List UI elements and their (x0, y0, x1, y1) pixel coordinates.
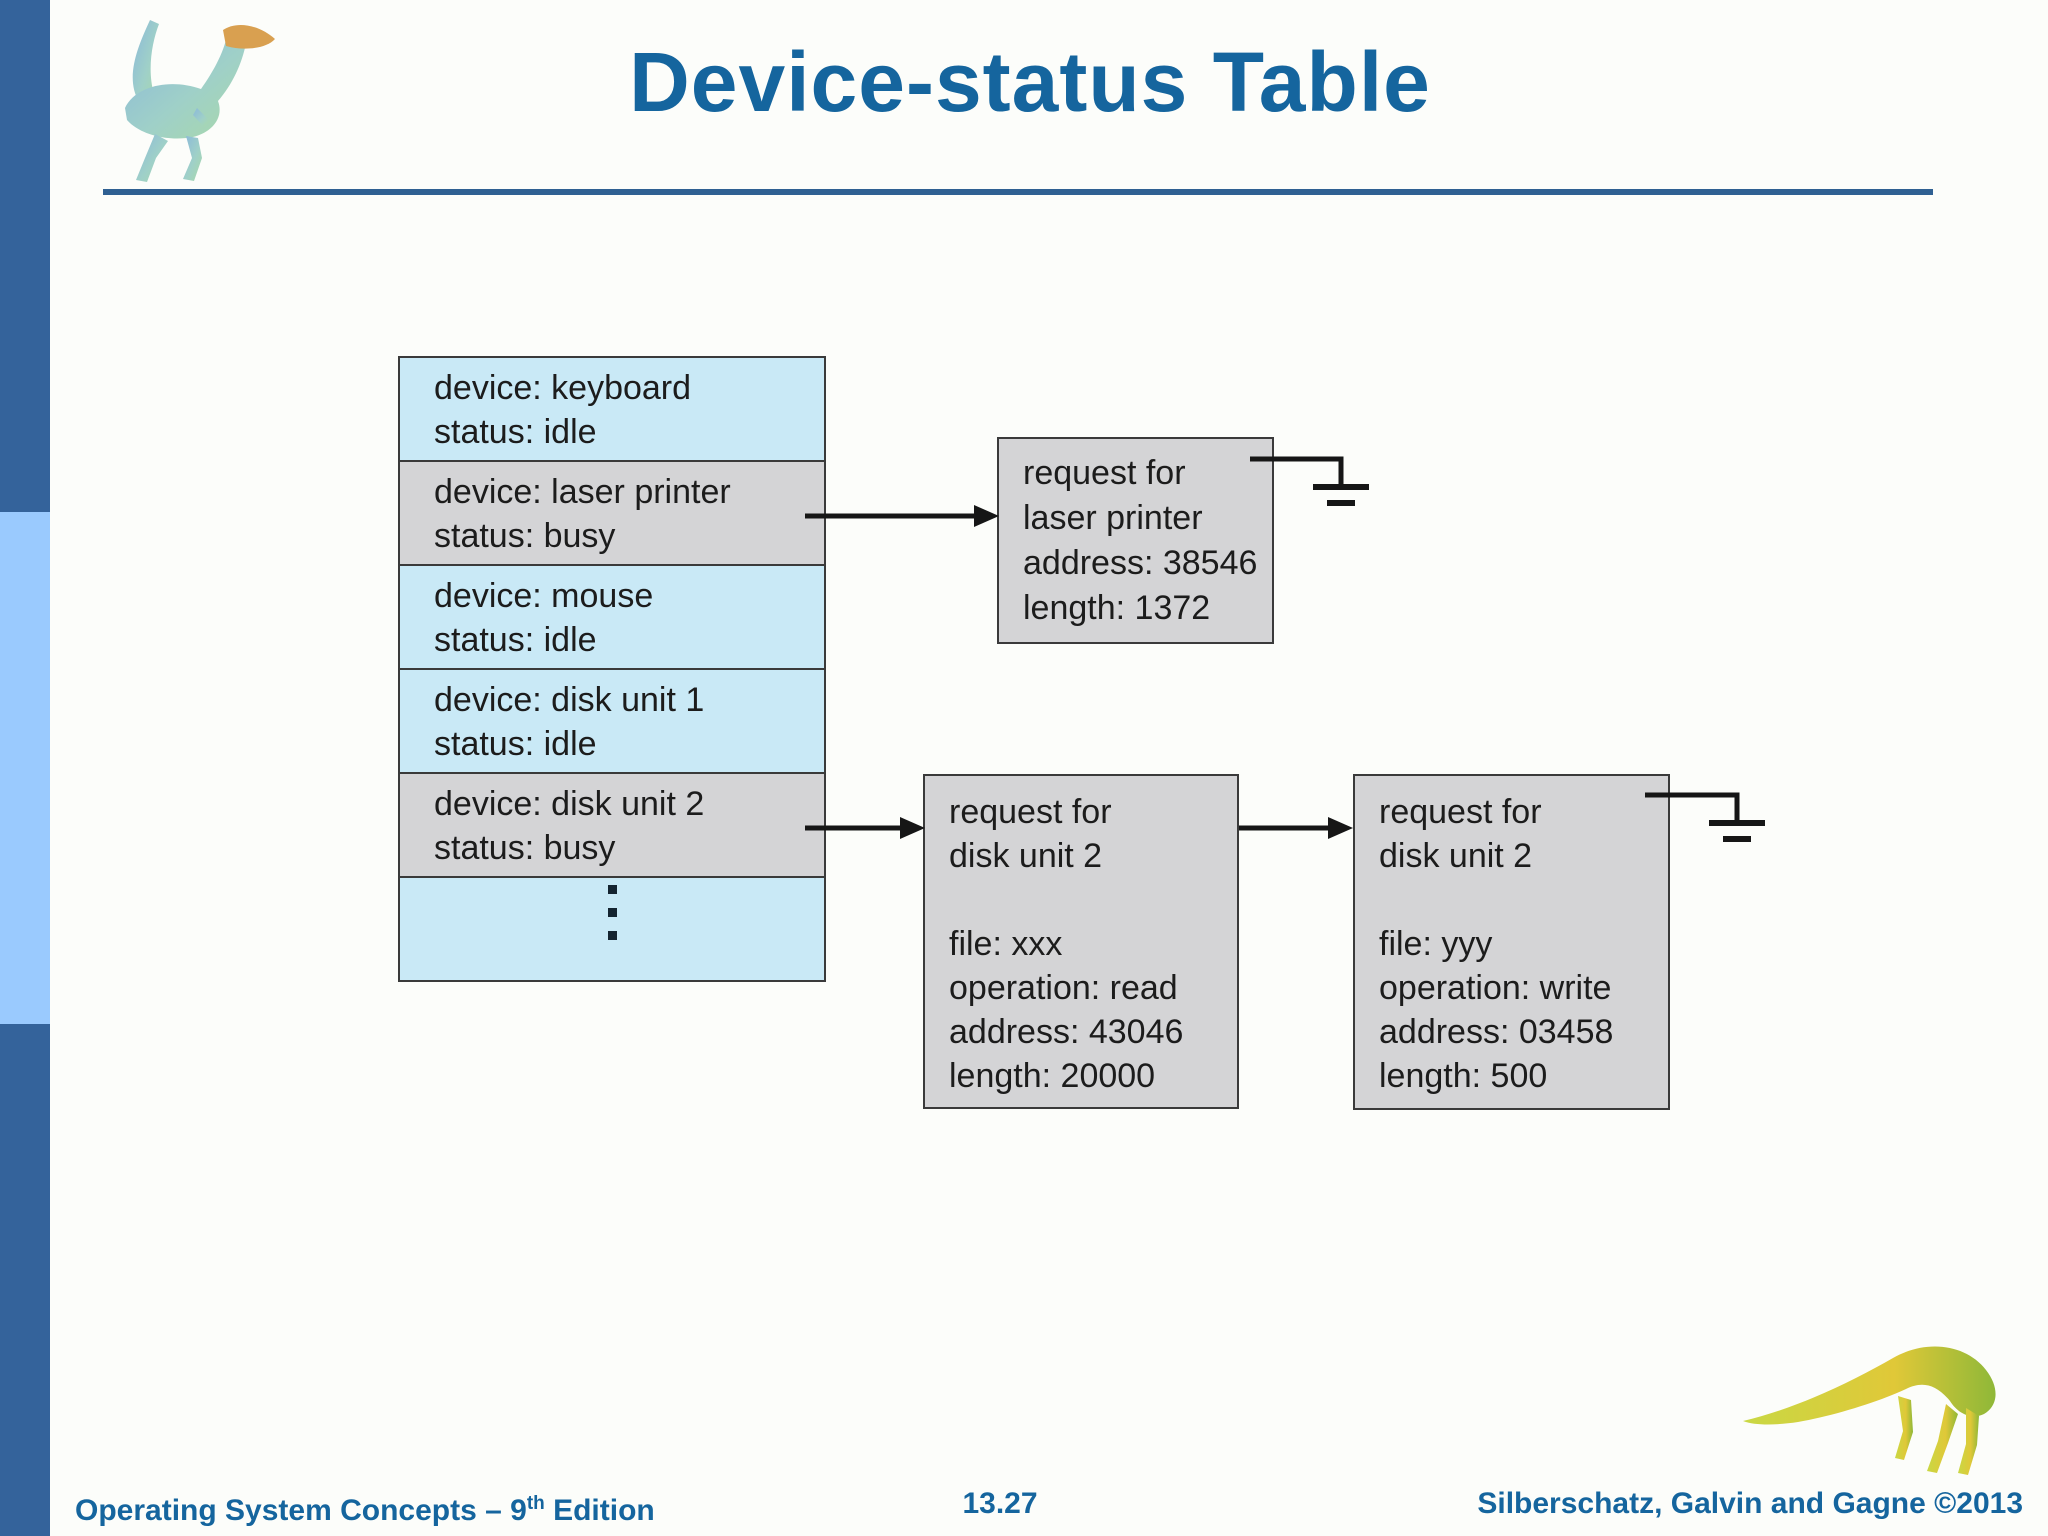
ellipsis-dot (607, 885, 617, 894)
row-device-label: device: mouse (434, 577, 654, 615)
dinosaur-logo-svg (125, 20, 275, 182)
request-line: laser printer (1023, 499, 1203, 537)
sidebar-bar-top (0, 0, 50, 512)
request-line: file: xxx (949, 925, 1063, 963)
table-row-mouse: device: mouse status: idle (400, 566, 824, 670)
dinosaur-logo-icon (55, 8, 305, 198)
ellipsis-dot (607, 931, 617, 940)
request-line: address: 03458 (1379, 1013, 1614, 1051)
row-device-label: device: laser printer (434, 473, 731, 511)
table-row-keyboard: device: keyboard status: idle (400, 358, 824, 462)
device-status-table: device: keyboard status: idle device: la… (398, 356, 826, 982)
request-block-laser-printer: request for laser printer address: 38546… (997, 437, 1274, 644)
request-line: address: 43046 (949, 1013, 1184, 1051)
title-underline (103, 189, 1933, 195)
footer-book-title: Operating System Concepts – 9th Edition (75, 1486, 655, 1529)
row-device-label: device: disk unit 2 (434, 785, 705, 823)
row-device-label: device: keyboard (434, 369, 692, 407)
row-device-label: device: disk unit 1 (434, 681, 705, 719)
table-row-disk-unit-1: device: disk unit 1 status: idle (400, 670, 824, 774)
request-line: length: 1372 (1023, 589, 1211, 627)
request-line (949, 878, 1237, 922)
request-line: length: 20000 (949, 1057, 1156, 1095)
footer-edition-sup: th (526, 1493, 545, 1514)
table-row-disk-unit-2: device: disk unit 2 status: busy (400, 774, 824, 878)
page-title: Device-status Table (629, 35, 1431, 129)
dinosaur-footer-svg (1743, 1346, 1996, 1475)
footer-edition-text: Edition (544, 1494, 655, 1527)
row-status-label: status: busy (434, 829, 616, 867)
sidebar-bar-middle (0, 512, 50, 1024)
request-line: disk unit 2 (1379, 837, 1533, 875)
row-status-label: status: busy (434, 517, 616, 555)
dinosaur-footer-icon (1738, 1316, 2043, 1496)
request-block-disk-read: request for disk unit 2 file: xxx operat… (923, 774, 1239, 1109)
ellipsis-dot (607, 908, 617, 917)
row-status-label: status: idle (434, 413, 597, 451)
request-line: length: 500 (1379, 1057, 1548, 1095)
arrow-request-to-request (1239, 817, 1353, 839)
request-line: address: 38546 (1023, 544, 1258, 582)
request-line (1379, 878, 1668, 922)
row-status-label: status: idle (434, 621, 597, 659)
request-line: request for (1379, 793, 1542, 831)
request-line: file: yyy (1379, 925, 1493, 963)
footer-page-number: 13.27 (962, 1487, 1038, 1520)
table-row-laser-printer: device: laser printer status: busy (400, 462, 824, 566)
sidebar-bar-bottom (0, 1024, 50, 1536)
request-line: operation: read (949, 969, 1178, 1007)
footer-authors: Silberschatz, Galvin and Gagne ©2013 (1477, 1487, 2023, 1520)
request-line: disk unit 2 (949, 837, 1103, 875)
request-line: request for (949, 793, 1112, 831)
arrow-laser-row-to-request (805, 505, 999, 527)
request-block-disk-write: request for disk unit 2 file: yyy operat… (1353, 774, 1670, 1110)
table-row-ellipsis (400, 878, 824, 980)
footer-book-title-text: Operating System Concepts – 9 (75, 1494, 527, 1527)
request-line: request for (1023, 454, 1186, 492)
row-status-label: status: idle (434, 725, 597, 763)
request-line: operation: write (1379, 969, 1612, 1007)
